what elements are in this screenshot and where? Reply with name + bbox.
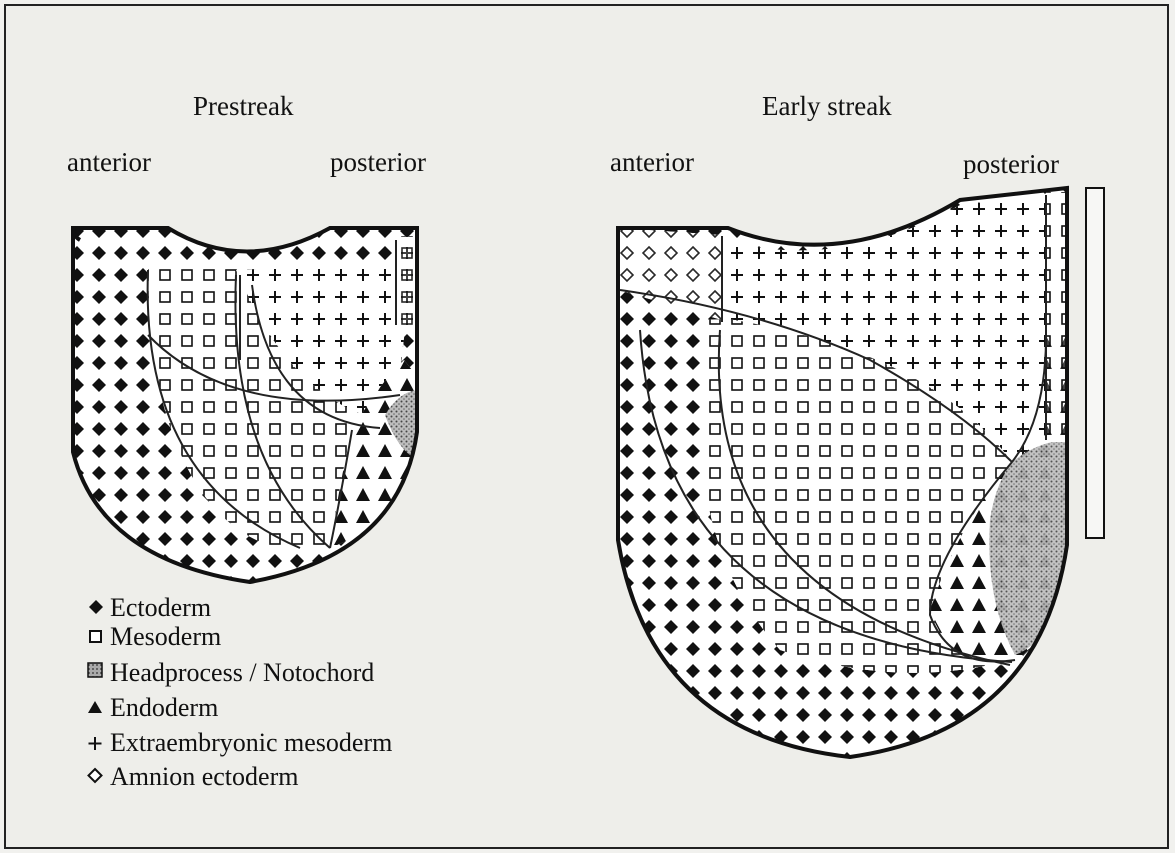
square-open-icon bbox=[90, 631, 101, 642]
diamond-filled-icon bbox=[89, 600, 103, 614]
early-streak-anterior-label: anterior bbox=[610, 147, 694, 177]
early-streak-scale-bar bbox=[1086, 188, 1104, 538]
legend-item-amnion: Amnion ectoderm bbox=[89, 762, 299, 791]
legend: Ectoderm Mesoderm Headprocess / Notochor… bbox=[88, 593, 392, 791]
legend-item-mesoderm: Mesoderm bbox=[90, 622, 221, 651]
prestreak-posterior-label: posterior bbox=[330, 147, 426, 177]
prestreak-panel: Prestreak anterior posterior bbox=[60, 91, 430, 600]
svg-text:Ectoderm: Ectoderm bbox=[110, 593, 211, 622]
early-streak-posterior-label: posterior bbox=[963, 149, 1059, 179]
svg-text:Amnion ectoderm: Amnion ectoderm bbox=[110, 762, 298, 791]
prestreak-anterior-label: anterior bbox=[67, 147, 151, 177]
legend-item-headprocess: Headprocess / Notochord bbox=[88, 658, 374, 687]
legend-item-ectoderm: Ectoderm bbox=[89, 593, 211, 622]
plus-icon bbox=[89, 737, 102, 750]
square-stippled-icon bbox=[88, 663, 102, 677]
svg-text:Mesoderm: Mesoderm bbox=[110, 622, 221, 651]
early-streak-title: Early streak bbox=[762, 91, 892, 121]
legend-item-endoderm: Endoderm bbox=[88, 693, 218, 722]
diamond-open-icon bbox=[89, 769, 102, 782]
triangle-filled-icon bbox=[88, 701, 102, 713]
prestreak-title: Prestreak bbox=[193, 91, 294, 121]
svg-text:Endoderm: Endoderm bbox=[110, 693, 218, 722]
early-streak-panel: Early streak anterior posterior bbox=[600, 91, 1104, 770]
legend-item-extraembryonic: Extraembryonic mesoderm bbox=[89, 728, 393, 757]
svg-text:Headprocess / Notochord: Headprocess / Notochord bbox=[110, 658, 374, 687]
svg-text:Extraembryonic mesoderm: Extraembryonic mesoderm bbox=[110, 728, 392, 757]
